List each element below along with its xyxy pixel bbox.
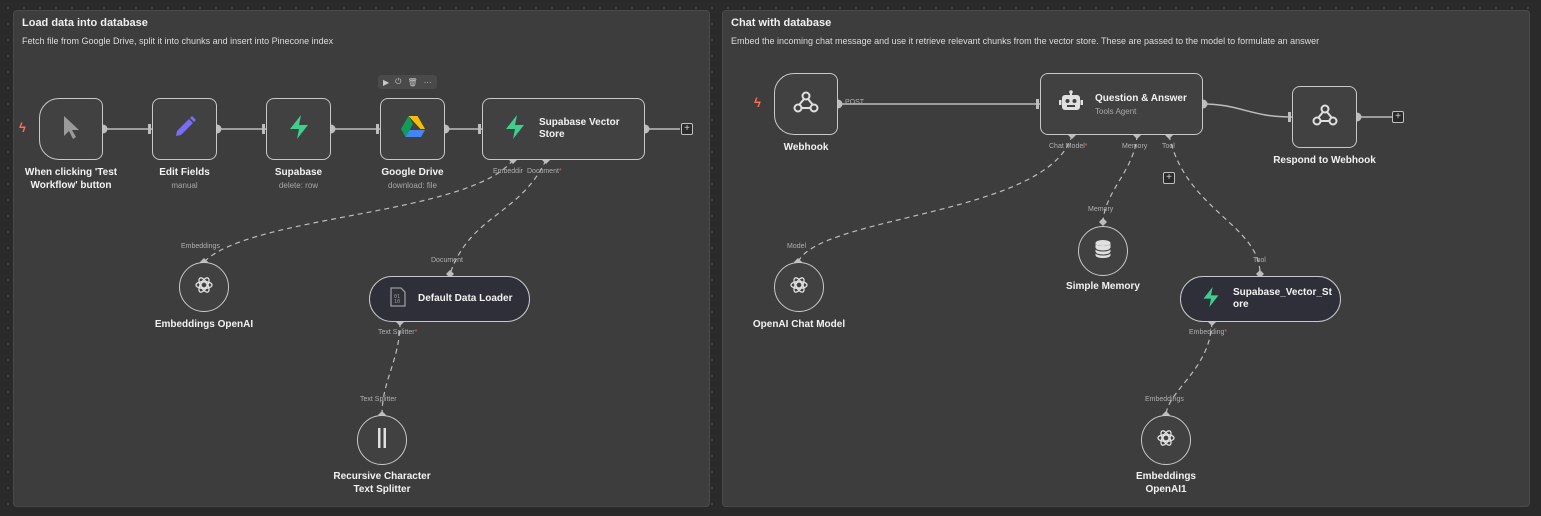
node-supabase-vector-store-tool[interactable]: Supabase_Vector_St ore — [1180, 276, 1341, 322]
supabase-icon — [287, 114, 311, 145]
handle-label-embedding: Embedding* — [1189, 329, 1228, 336]
node-label: Supabase — [274, 167, 323, 178]
node-webhook[interactable] — [774, 73, 838, 135]
node-title: Question & Answer — [1095, 92, 1187, 104]
node-respond-to-webhook[interactable] — [1292, 86, 1357, 148]
node-recursive-text-splitter[interactable] — [357, 415, 407, 465]
google-drive-icon — [400, 115, 426, 143]
node-simple-memory[interactable] — [1078, 226, 1128, 276]
handle-label-embeddings: Embeddings — [181, 243, 220, 250]
node-label: Simple Memory — [1066, 281, 1140, 292]
node-supabase[interactable] — [266, 98, 331, 160]
node-label: OpenAI Chat Model — [752, 319, 846, 330]
handle-label-text-splitter: Text Splitter — [360, 396, 397, 403]
node-title: Default Data Loader — [418, 293, 513, 304]
node-title: Supabase_Vector_St ore — [1233, 287, 1332, 310]
node-embeddings-openai1[interactable] — [1141, 415, 1191, 465]
node-subtitle: manual — [171, 181, 198, 190]
node-title: Supabase Vector Store — [539, 117, 620, 140]
node-manual-trigger[interactable] — [39, 98, 103, 160]
node-label: Respond to Webhook — [1273, 155, 1376, 166]
node-label: Webhook — [783, 142, 829, 153]
cursor-icon — [60, 114, 82, 145]
splitter-icon — [375, 427, 389, 454]
node-supabase-vector-store[interactable]: Supabase Vector Store — [482, 98, 645, 160]
sticky-title: Chat with database — [731, 17, 832, 29]
handle-label-memory: Memory — [1088, 206, 1114, 213]
handle-label-chat-model: Chat Model* — [1049, 143, 1088, 150]
sticky-description: Fetch file from Google Drive, split it i… — [22, 36, 334, 46]
node-google-drive[interactable] — [380, 98, 445, 160]
trigger-bolt-icon: ϟ — [754, 95, 761, 110]
node-embeddings-openai[interactable] — [179, 262, 229, 312]
svg-text:01: 01 — [394, 294, 400, 300]
node-label: Edit Fields — [159, 167, 210, 178]
openai-icon — [1156, 428, 1176, 453]
webhook-icon — [793, 90, 819, 119]
handle-label-tool: Tool — [1253, 257, 1266, 264]
handle-label-post: POST — [845, 99, 865, 106]
supabase-icon — [503, 114, 527, 145]
sticky-description: Embed the incoming chat message and use … — [731, 36, 1320, 46]
handle-label-document: Document* — [527, 168, 562, 175]
trash-icon[interactable]: 🗑 — [407, 77, 418, 87]
handle-label-text-splitter: Text Splitter* — [378, 329, 418, 336]
openai-icon — [194, 275, 214, 300]
power-icon[interactable]: ⏻ — [395, 77, 402, 86]
node-question-answer-agent[interactable]: Question & Answer Tools Agent — [1040, 73, 1203, 135]
handle-label-tool: Tool — [1162, 143, 1175, 150]
add-tool-button[interactable]: + — [1163, 172, 1175, 184]
node-label: When clicking 'Test Workflow' button — [24, 167, 118, 191]
handle-label-model: Model — [787, 243, 807, 250]
openai-icon — [789, 275, 809, 300]
node-toolbar: ▶ ⏻ 🗑 ··· — [378, 75, 437, 89]
webhook-icon — [1312, 103, 1338, 132]
node-edit-fields[interactable] — [152, 98, 217, 160]
node-subtitle: Tools Agent — [1095, 106, 1137, 116]
sticky-title: Load data into database — [22, 17, 148, 29]
handle-label-embeddings: Embeddings — [1145, 396, 1184, 403]
handle-label-embedding: Embeddir — [493, 168, 523, 175]
node-label: Recursive Character Text Splitter — [333, 471, 431, 495]
handle-label-document: Document — [431, 257, 463, 264]
node-label: Embeddings OpenAI — [154, 319, 254, 330]
node-label: Embeddings OpenAI1 — [1135, 471, 1196, 495]
add-node-button[interactable]: + — [681, 123, 693, 135]
robot-icon — [1059, 89, 1083, 119]
more-icon[interactable]: ··· — [423, 77, 432, 87]
supabase-icon — [1201, 286, 1221, 313]
node-subtitle: download: file — [388, 181, 437, 190]
play-icon[interactable]: ▶ — [383, 77, 390, 87]
add-node-button[interactable]: + — [1392, 111, 1404, 123]
node-label: Google Drive — [381, 167, 444, 178]
handle-label-memory: Memory — [1122, 143, 1148, 150]
database-icon — [1094, 239, 1112, 264]
svg-text:10: 10 — [394, 299, 400, 305]
node-subtitle: delete: row — [278, 181, 319, 190]
pencil-icon — [172, 114, 198, 145]
node-openai-chat-model[interactable] — [774, 262, 824, 312]
trigger-bolt-icon: ϟ — [19, 120, 26, 135]
